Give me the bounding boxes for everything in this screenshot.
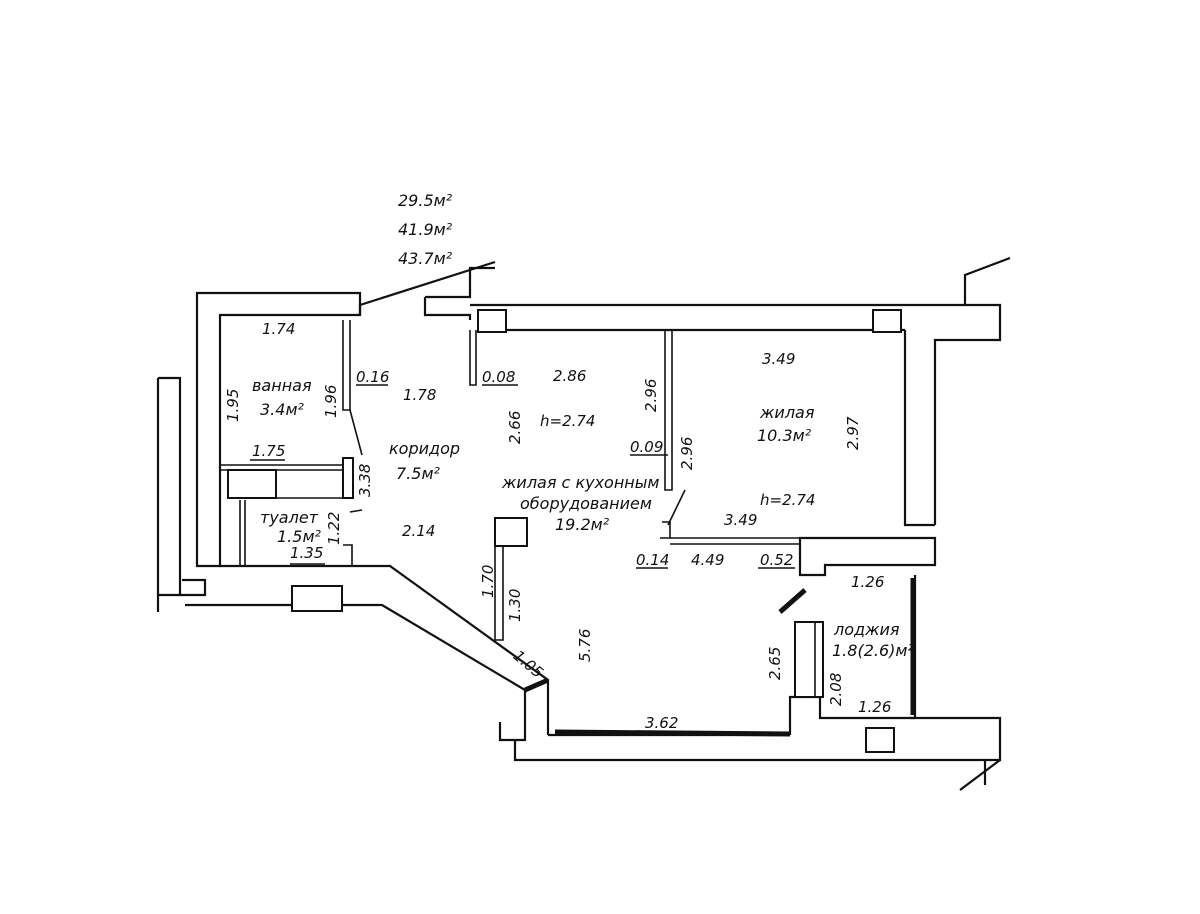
partitions — [220, 320, 916, 737]
room-loggia-area: 1.8(2.6)м² — [832, 641, 914, 660]
dim-kitchen-top: 2.86 — [553, 367, 587, 385]
room-bath-name: ванная — [252, 376, 312, 395]
dim-living-top: 3.49 — [762, 350, 796, 368]
area-total-with-loggia: 43.7м² — [398, 249, 453, 268]
dim-niche-170: 1.70 — [479, 564, 497, 598]
kitchen-height: h=2.74 — [540, 412, 596, 430]
room-living-name: жилая — [760, 403, 815, 422]
room-loggia-name: лоджия — [834, 620, 900, 639]
dim-kitchen-bottom: 3.62 — [645, 714, 679, 732]
area-total: 41.9м² — [398, 220, 453, 239]
dim-bath-top: 1.74 — [262, 320, 296, 338]
dim-loggia-left: 2.65 — [766, 646, 784, 680]
dim-bath-left: 1.95 — [224, 388, 242, 422]
room-corridor-area: 7.5м² — [396, 464, 440, 483]
living-height: h=2.74 — [760, 491, 816, 509]
dim-loggia-208: 2.08 — [827, 672, 845, 706]
dim-corr-len: 3.38 — [356, 463, 374, 497]
room-kitchen-area: 19.2м² — [555, 515, 610, 534]
columns — [227, 309, 902, 753]
dim-kitchen-long: 5.76 — [576, 628, 594, 662]
dim-partition-296a: 2.96 — [642, 378, 660, 412]
room-toilet-name: туалет — [260, 508, 318, 527]
dim-wall-014: 0.14 — [636, 551, 670, 569]
room-kitchen-name-1: жилая с кухонным — [502, 473, 660, 492]
dim-kitchen-width: 4.49 — [691, 551, 725, 569]
dim-partition-296b: 2.96 — [678, 436, 696, 470]
room-living-area: 10.3м² — [757, 426, 812, 445]
dim-toilet-right: 1.22 — [325, 511, 343, 545]
dimension-underlines — [250, 384, 795, 569]
dim-wall-009: 0.09 — [630, 438, 664, 456]
dim-wall-052: 0.52 — [760, 551, 794, 569]
dim-corr-width: 1.78 — [403, 386, 437, 404]
dim-kitchen-left: 2.66 — [506, 410, 524, 444]
dim-loggia-bottom: 1.26 — [858, 698, 892, 716]
dim-niche-130: 1.30 — [506, 588, 524, 622]
dim-living-right: 2.97 — [844, 416, 862, 450]
dim-bath-bottom: 1.75 — [252, 442, 286, 460]
room-bath-area: 3.4м² — [260, 400, 304, 419]
dim-living-bottom: 3.49 — [724, 511, 758, 529]
area-living: 29.5м² — [398, 191, 453, 210]
dim-bath-right: 1.96 — [322, 384, 340, 418]
dim-wall-016: 0.16 — [356, 368, 390, 386]
dim-toilet-bottom: 1.35 — [290, 544, 324, 562]
dim-corr-bottom: 2.14 — [402, 522, 436, 540]
room-kitchen-name-2: оборудованием — [520, 494, 652, 513]
dim-wall-008: 0.08 — [482, 368, 516, 386]
dim-loggia-top: 1.26 — [851, 573, 885, 591]
room-corridor-name: коридор — [389, 439, 461, 458]
room-toilet-area: 1.5м² — [277, 527, 321, 546]
